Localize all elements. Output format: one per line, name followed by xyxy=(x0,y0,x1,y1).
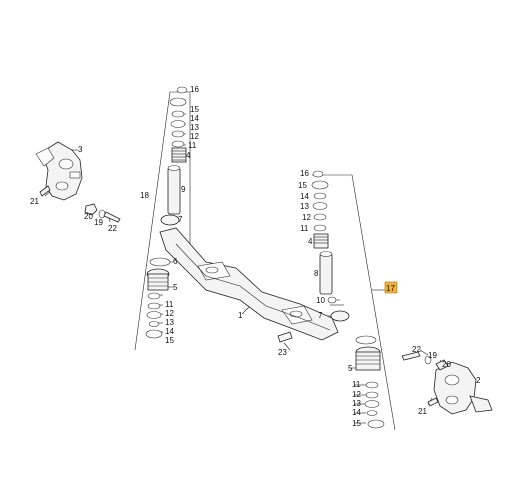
callout-22-left: 22 xyxy=(108,224,117,233)
callout-23: 23 xyxy=(278,348,287,357)
callout-17-highlight xyxy=(384,281,398,294)
callout-8: 8 xyxy=(314,269,319,278)
callout-4-right: 4 xyxy=(308,237,313,246)
callout-12-left-bottom: 12 xyxy=(165,309,174,318)
callout-10: 10 xyxy=(316,296,325,305)
right-steering-knuckle xyxy=(433,361,493,415)
callout-3: 3 xyxy=(78,145,83,154)
callout-6-left: 6 xyxy=(173,257,178,266)
leader-lines xyxy=(44,91,474,431)
callout-17: 17 xyxy=(386,284,395,293)
callout-15-left-bottom: 15 xyxy=(165,336,174,345)
callout-13-right-top: 13 xyxy=(300,202,309,211)
callout-19-right: 19 xyxy=(428,351,437,360)
callout-5-right: 5 xyxy=(348,364,353,373)
callout-15-right-bottom: 15 xyxy=(352,419,361,428)
callout-14-left-top: 14 xyxy=(190,114,199,123)
left-steering-knuckle xyxy=(35,141,83,201)
right-kingpin-stack xyxy=(311,170,385,429)
callout-12-right-bottom: 12 xyxy=(352,390,361,399)
callout-13-left-top: 13 xyxy=(190,123,199,132)
callout-19-left: 19 xyxy=(94,218,103,227)
callout-5-left: 5 xyxy=(173,283,178,292)
callout-21-right: 21 xyxy=(418,407,427,416)
callout-20-right: 20 xyxy=(442,360,451,369)
callout-12-left-top: 12 xyxy=(190,132,199,141)
callout-9: 9 xyxy=(181,185,186,194)
callout-13-left-bottom: 13 xyxy=(165,318,174,327)
left-knuckle-hardware xyxy=(39,185,121,223)
callout-18: 18 xyxy=(140,191,149,200)
grease-fitting xyxy=(277,331,293,343)
callout-16-left: 16 xyxy=(190,85,199,94)
callout-7-right: 7 xyxy=(318,311,323,320)
callout-15-left-top: 15 xyxy=(190,105,199,114)
callout-13-right-bottom: 13 xyxy=(352,399,361,408)
callout-16-right: 16 xyxy=(300,169,309,178)
right-knuckle-hardware xyxy=(401,351,449,407)
front-axle-beam xyxy=(159,227,339,341)
callout-20-left: 20 xyxy=(84,212,93,221)
callout-1: 1 xyxy=(238,311,243,320)
callout-11-left-bottom: 11 xyxy=(165,300,174,309)
callout-2: 2 xyxy=(476,376,481,385)
callout-11-right-bottom: 11 xyxy=(352,380,361,389)
callout-12-right-top: 12 xyxy=(302,213,311,222)
callout-14-left-bottom: 14 xyxy=(165,327,174,336)
callout-7-left: 7 xyxy=(178,215,183,224)
callout-4-left: 4 xyxy=(186,151,191,160)
callout-14-right-bottom: 14 xyxy=(352,408,361,417)
callout-21-left: 21 xyxy=(30,197,39,206)
callout-22-right: 22 xyxy=(412,345,421,354)
callout-11-left-top: 11 xyxy=(188,141,197,150)
callout-14-right-top: 14 xyxy=(300,192,309,201)
callout-11-right-top: 11 xyxy=(300,224,309,233)
callout-labels: 3 21 20 19 22 16 15 14 13 12 11 4 9 18 7… xyxy=(30,85,481,428)
callout-15-right-top: 15 xyxy=(298,181,307,190)
left-kingpin-stack xyxy=(145,86,188,339)
